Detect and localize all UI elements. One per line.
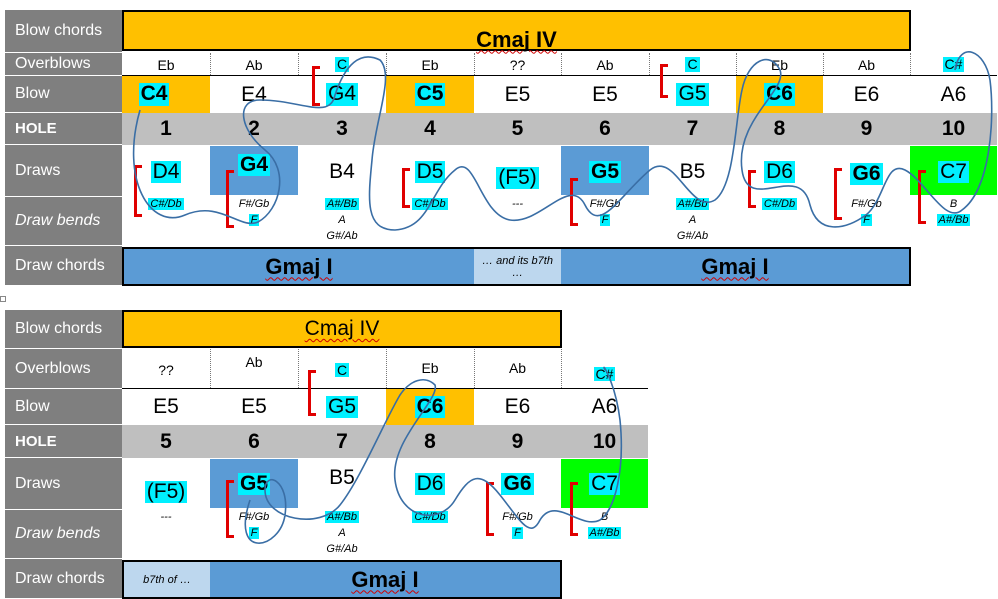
bend-bracket [312,66,320,106]
label-draw-bends: Draw bends [5,197,122,246]
hole-number: 9 [511,429,524,453]
hole-number: 6 [599,117,611,140]
blow-note: E5 [504,82,531,106]
blow-note: E6 [853,82,880,106]
overblow-note: Ab [245,354,263,370]
hole-number: 3 [336,117,348,140]
blow-note: E5 [592,82,618,106]
hole-number: 5 [160,429,172,453]
bend-list: --- [512,198,523,210]
overblow-note: Ab [857,56,876,73]
bend-bracket [834,168,842,220]
blow-note: E5 [153,395,179,418]
overblow-note: Ab [245,56,263,73]
label-draw-chords: Draw chords [5,559,122,599]
label-hole: HOLE [5,425,122,458]
label-draws: Draws [5,145,122,197]
label-overblows: Overblows [5,53,122,76]
bend-bracket [226,170,234,228]
bend-bracket [226,480,234,538]
overblow-note: Eb [421,360,439,376]
blow-note: C6 [764,82,795,106]
bend-bracket [402,168,410,208]
draw-chord-text: Gmaj I [265,253,333,279]
draw-note: B4 [329,160,355,183]
overblow-note: C# [593,365,616,382]
label-blow-chords: Blow chords [5,310,122,349]
blow-chord-text: Cmaj IV [476,26,557,52]
bend-list: --- [160,511,172,523]
label-blow-chords: Blow chords [5,10,122,53]
label-hole: HOLE [5,113,122,145]
label-blow: Blow [5,76,122,113]
hole-number: 8 [773,117,786,140]
bend-bracket [134,165,142,217]
draw-chord-text: Gmaj I [701,253,769,279]
bend-bracket [660,64,668,98]
divider [210,349,211,388]
blow-chord-banner: Cmaj IV [122,10,911,52]
draw-chord-text: Gmaj I [351,566,419,592]
overblow-note: Eb [421,56,439,73]
hole-number: 10 [941,117,966,140]
overblow-note: Ab [508,360,527,376]
overblow-note: Eb [157,56,175,73]
hole-number: 2 [248,117,260,140]
bend-bracket [570,482,578,536]
overblow-note: C# [942,56,965,73]
hole-number: 10 [592,429,617,453]
blow-note: A6 [591,395,618,418]
draw-chord-note: b7th of … [124,562,210,597]
blow-note: C5 [414,82,446,106]
draw-note: B5 [329,466,355,489]
bend-list: C#/Db [412,511,448,523]
hole-number: 4 [424,117,436,140]
hole-number: 9 [860,117,873,140]
draw-note: D6 [414,471,446,496]
hole-number: 5 [511,117,524,140]
blow-note: C4 [138,82,170,106]
hole-number: 1 [160,117,172,140]
bend-bracket [918,170,926,224]
label-draw-bends: Draw bends [5,510,122,559]
blow-note: E5 [241,395,267,418]
hole-number: 6 [248,429,260,453]
bend-bracket [308,370,316,416]
hole-number: 8 [424,429,436,453]
hole-number: 7 [336,429,348,453]
hole-number: 7 [686,117,699,140]
label-draw-chords: Draw chords [5,246,122,286]
anchor-icon [0,296,6,302]
overblow-note: ?? [509,56,526,73]
draw-note: G5 [237,471,270,496]
blow-chord-banner: Cmaj IV [122,310,562,348]
overblow-note: ?? [158,362,174,378]
draw-note: B5 [679,160,706,183]
blow-note: C6 [414,394,446,419]
blow-note: A6 [940,82,967,106]
label-draws: Draws [5,458,122,510]
blow-note: E4 [241,82,267,106]
draw-note: (F5) [144,479,188,504]
overblow-note: Eb [770,56,789,73]
label-overblows: Overblows [5,349,122,389]
blow-note: E6 [504,395,531,418]
draw-chord-note: … and its b7th … [474,249,561,284]
label-blow: Blow [5,389,122,425]
bend-bracket [486,482,494,536]
bend-bracket [570,178,578,226]
draw-note: D5 [414,159,446,184]
bend-list: C#/Db [412,198,448,210]
bend-bracket [748,170,756,208]
draw-note: G4 [237,152,270,177]
overblow-note: Ab [596,56,614,73]
draw-note: (F5) [496,165,539,190]
